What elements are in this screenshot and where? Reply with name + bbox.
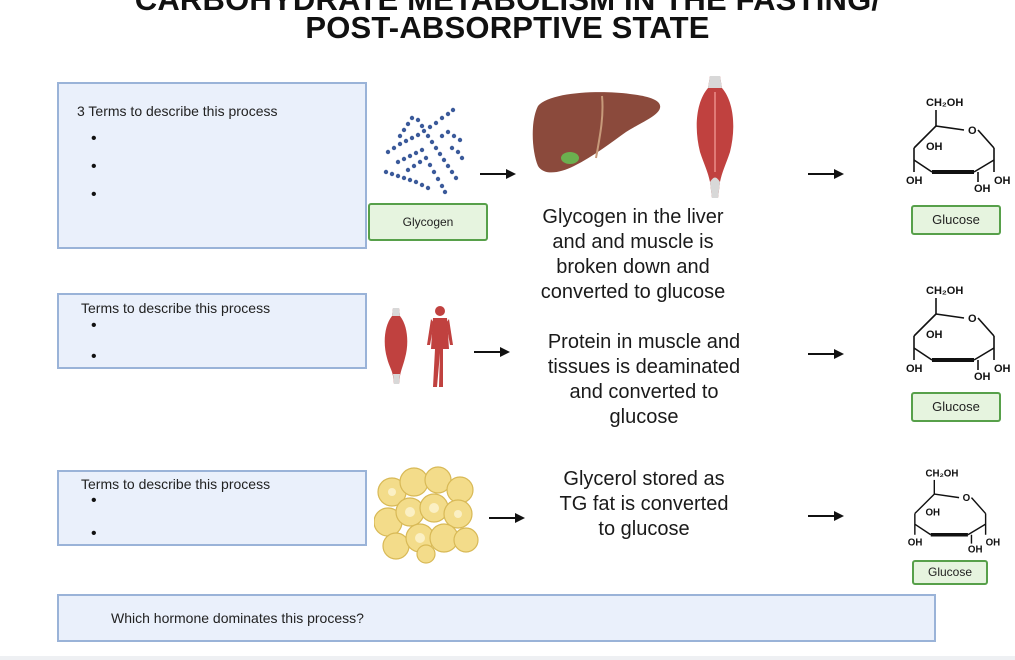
description-line: Protein in muscle and [547, 331, 741, 353]
glucose-structure-icon: CH₂OH O OH OH OH OH [908, 468, 1000, 555]
description-line: glucose [609, 406, 679, 428]
glycogen-label: Glycogen [368, 203, 488, 241]
description-line: Glycerol stored as [563, 468, 725, 490]
svg-text:OH: OH [994, 175, 1010, 187]
page-title-line-2: POST-ABSORPTIVE STATE [305, 10, 710, 45]
arrow-icon [808, 349, 844, 359]
svg-text:O: O [968, 313, 977, 325]
arrow-icon [489, 513, 525, 523]
glucose-structure-icon: CH₂OH O OH OH OH OH [906, 285, 1010, 383]
description-line: tissues is deaminated [547, 356, 741, 378]
bullet-2: • [91, 158, 97, 175]
svg-text:O: O [963, 493, 971, 504]
terms-box-glycerol[interactable]: Terms to describe this process • • [57, 470, 367, 546]
hormone-question: Which hormone dominates this process? [111, 610, 364, 626]
svg-text:OH: OH [974, 183, 991, 195]
bullet-1: • [91, 130, 97, 147]
description-line: TG fat is converted [559, 493, 729, 515]
fat-cells-icon [374, 466, 479, 564]
terms-prompt: 3 Terms to describe this process [77, 103, 278, 119]
muscle-icon [384, 308, 408, 384]
description-line: and and muscle is [552, 231, 714, 253]
svg-text:OH: OH [906, 363, 923, 375]
svg-text:OH: OH [986, 537, 1000, 548]
description-line: and converted to [569, 381, 719, 403]
terms-prompt: Terms to describe this process [81, 300, 271, 316]
description-line: broken down and [556, 256, 710, 278]
description-line: to glucose [598, 518, 690, 540]
glucose-structure-icon: CH₂OH O OH OH OH OH [906, 97, 1010, 195]
glycogen-icon [383, 107, 465, 195]
process-description: Glycogen in the liver and and muscle is … [519, 205, 747, 305]
page-title-line-1: CARBOHYDRATE METABOLISM IN THE FASTING/ [0, 0, 1015, 18]
bullet-2: • [91, 348, 97, 365]
bottom-divider [0, 656, 1015, 660]
svg-text:OH: OH [926, 329, 943, 341]
glucose-label: Glucose [911, 392, 1001, 422]
svg-text:OH: OH [974, 371, 991, 383]
process-description: Glycerol stored as TG fat is converted t… [530, 467, 758, 542]
description-line: converted to glucose [540, 281, 726, 303]
svg-text:OH: OH [906, 175, 923, 187]
terms-box-glycogen[interactable]: 3 Terms to describe this process • • • [57, 82, 367, 249]
muscle-icon [696, 76, 734, 198]
svg-text:O: O [968, 125, 977, 137]
description-line: Glycogen in the liver [542, 206, 724, 228]
svg-text:OH: OH [968, 544, 983, 555]
arrow-icon [808, 169, 844, 179]
svg-text:OH: OH [926, 141, 943, 153]
bullet-3: • [91, 186, 97, 203]
svg-text:CH₂OH: CH₂OH [926, 97, 963, 109]
bullet-1: • [91, 492, 97, 509]
liver-icon [532, 92, 661, 173]
terms-prompt: Terms to describe this process [81, 476, 271, 492]
terms-box-protein[interactable]: Terms to describe this process • • [57, 293, 367, 369]
glucose-label: Glucose [911, 205, 1001, 235]
svg-text:OH: OH [925, 507, 940, 518]
human-body-icon [427, 306, 453, 387]
svg-text:OH: OH [994, 363, 1010, 375]
arrow-icon [808, 511, 844, 521]
bullet-1: • [91, 317, 97, 334]
process-description: Protein in muscle and tissues is deamina… [525, 330, 763, 430]
arrow-icon [480, 169, 516, 179]
hormone-question-box[interactable]: Which hormone dominates this process? [57, 594, 936, 642]
bullet-2: • [91, 525, 97, 542]
svg-text:OH: OH [908, 537, 923, 548]
glucose-label: Glucose [912, 560, 988, 585]
svg-text:CH₂OH: CH₂OH [926, 285, 963, 297]
svg-text:CH₂OH: CH₂OH [925, 468, 958, 479]
arrow-icon [474, 347, 510, 357]
